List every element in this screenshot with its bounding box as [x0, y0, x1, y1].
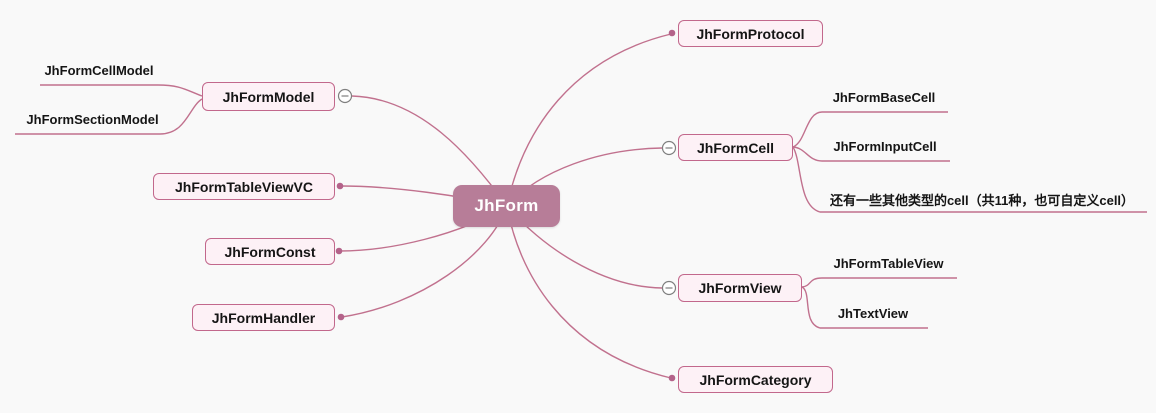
node-jhformcell[interactable]: JhFormCell — [678, 134, 793, 161]
connection-dot-jhformprotocol — [668, 29, 676, 37]
label-jhformtableview[interactable]: JhFormTableView — [833, 256, 944, 271]
edge-jhformmodel-to-cellmodel — [40, 84, 203, 97]
edge-jhformcell-to-inputcell — [792, 146, 950, 162]
collapse-icon-jhformmodel[interactable] — [337, 88, 353, 104]
edge-root-to-jhformcategory — [506, 205, 672, 379]
connection-dot-jhformtableviewvc — [336, 182, 344, 190]
node-jhformconst[interactable]: JhFormConst — [205, 238, 335, 265]
label-jhtextview[interactable]: JhTextView — [837, 306, 909, 321]
connection-dot-jhformconst — [335, 247, 343, 255]
edge-root-to-jhformprotocol — [506, 33, 672, 207]
node-jhformcategory[interactable]: JhFormCategory — [678, 366, 833, 393]
node-jhformmodel[interactable]: JhFormModel — [202, 82, 335, 111]
node-jhformhandler[interactable]: JhFormHandler — [192, 304, 335, 331]
edge-jhformmodel-to-sectionmodel — [15, 98, 203, 135]
node-jhformprotocol[interactable]: JhFormProtocol — [678, 20, 823, 47]
edge-jhformview-to-tableview — [801, 277, 957, 288]
node-jhformview[interactable]: JhFormView — [678, 274, 802, 302]
node-jhform[interactable]: JhForm — [453, 185, 560, 227]
label-jhformsectionmodel[interactable]: JhFormSectionModel — [26, 112, 159, 127]
label-jhformbasecell[interactable]: JhFormBaseCell — [832, 90, 936, 105]
connection-dot-jhformcategory — [668, 374, 676, 382]
connection-dot-jhformhandler — [337, 313, 345, 321]
label-jhforminputcell[interactable]: JhFormInputCell — [833, 139, 937, 154]
edge-jhformview-to-textview — [801, 286, 928, 329]
label-jhformcellmodel[interactable]: JhFormCellModel — [44, 63, 154, 78]
label-other-cell-note[interactable]: 还有一些其他类型的cell（共11种，也可自定义cell） — [829, 193, 1135, 208]
node-jhformtableviewvc[interactable]: JhFormTableViewVC — [153, 173, 335, 200]
collapse-icon-jhformview[interactable] — [661, 280, 677, 296]
collapse-icon-jhformcell[interactable] — [661, 140, 677, 156]
edge-jhformcell-to-othercell — [792, 146, 1147, 213]
edge-jhformcell-to-basecell — [792, 111, 948, 148]
